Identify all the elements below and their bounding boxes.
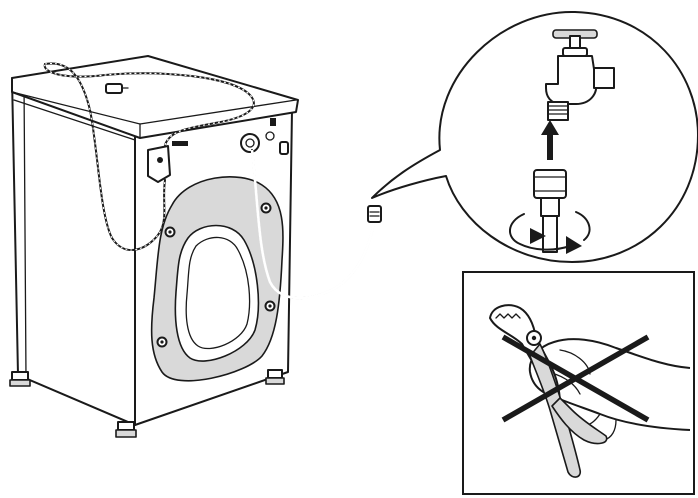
arrow-up-icon (541, 120, 559, 160)
rotate-clockwise-icon (509, 211, 591, 254)
top-clamp-left (172, 141, 188, 146)
side-panel-seam-2 (13, 99, 136, 141)
side-panel-seam (23, 81, 27, 379)
drain-hose-inner (44, 63, 255, 146)
top-clamp-right (270, 118, 276, 126)
no-pliers-warning (462, 271, 695, 495)
hose-bracket (147, 145, 171, 183)
inlet-hose (250, 149, 382, 300)
top-edge-line-2 (139, 99, 297, 125)
hose-nut (367, 205, 382, 223)
top-edge-line (11, 91, 141, 125)
power-plug (105, 83, 123, 94)
inlet-valve-small (265, 131, 275, 141)
hand (528, 338, 691, 431)
inlet-valve (240, 133, 260, 153)
washing-machine (9, 55, 299, 438)
machine-feet (9, 369, 285, 438)
water-tap (545, 29, 615, 121)
pliers-grip-upper (551, 397, 608, 445)
back-cover-inner (174, 224, 260, 362)
power-cord-inner (44, 62, 166, 251)
hose-coupling (533, 169, 567, 253)
cross-mark-icon (501, 334, 650, 423)
inlet-connector (279, 141, 289, 155)
back-cover-inner-rim (185, 236, 251, 350)
tap-detail-callout (371, 10, 698, 263)
